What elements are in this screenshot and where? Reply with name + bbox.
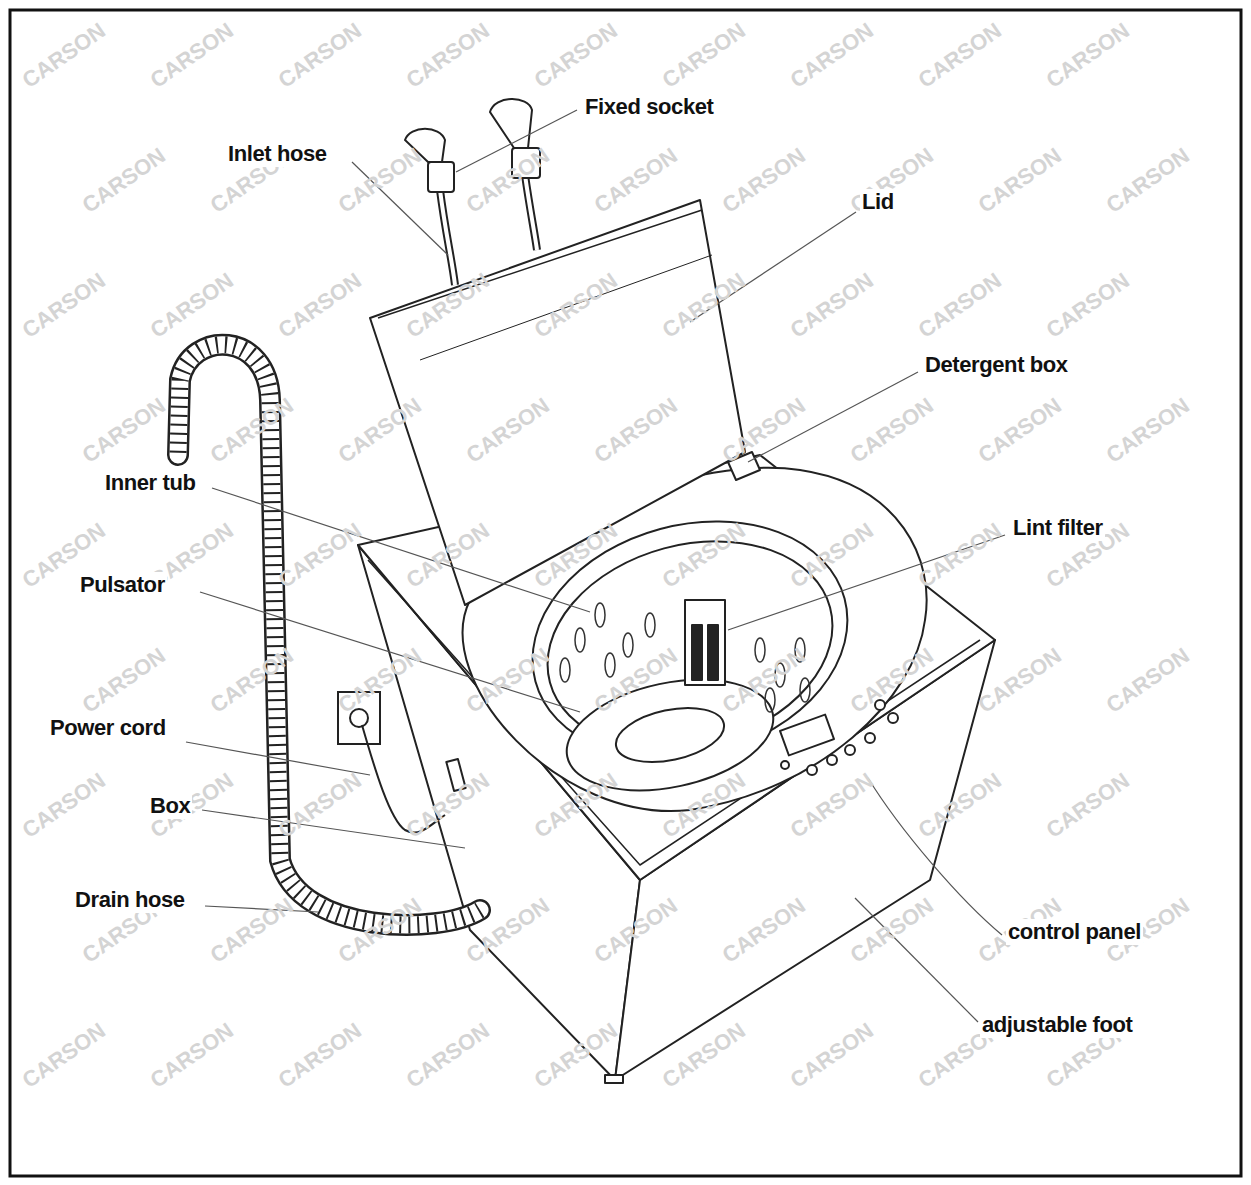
lint-filter-mesh <box>692 625 702 680</box>
control-button <box>888 713 898 723</box>
control-button <box>865 733 875 743</box>
control-button <box>845 745 855 755</box>
watermark: CARSON <box>914 268 1007 344</box>
drain-hose <box>178 345 480 925</box>
leader-lines <box>186 110 1005 1022</box>
watermark: CARSON <box>1042 268 1135 344</box>
part-label: Lint filter <box>1011 515 1105 541</box>
inlet-hose <box>525 175 537 250</box>
part-label: Fixed socket <box>583 94 715 120</box>
watermark: CARSON <box>1102 643 1195 719</box>
watermark: CARSON <box>78 643 171 719</box>
watermark: CARSON <box>530 18 623 94</box>
inlet-hose <box>440 190 455 285</box>
part-label: Inner tub <box>103 470 198 496</box>
watermark: CARSON <box>206 893 299 969</box>
watermark: CARSON <box>274 1018 367 1094</box>
watermark: CARSON <box>846 393 939 469</box>
inlet-hose <box>525 175 537 250</box>
watermark: CARSON <box>786 1018 879 1094</box>
part-label: Lid <box>860 189 896 215</box>
lint-filter <box>685 600 725 685</box>
lint-filter-mesh <box>708 625 718 680</box>
part-label: Power cord <box>48 715 168 741</box>
watermark: CARSON <box>402 1018 495 1094</box>
inlet-hose <box>440 190 455 285</box>
watermark: CARSON <box>1042 18 1135 94</box>
watermark: CARSON <box>402 18 495 94</box>
part-label: Pulsator <box>78 572 167 598</box>
part-label: Inlet hose <box>226 141 329 167</box>
watermark: CARSON <box>274 268 367 344</box>
drain-hose <box>178 345 480 925</box>
watermark: CARSON <box>18 268 111 344</box>
watermark: CARSON <box>78 143 171 219</box>
control-display <box>780 715 834 756</box>
watermark: CARSON <box>974 143 1067 219</box>
adjustable-foot <box>605 1075 623 1083</box>
watermark: CARSON <box>786 268 879 344</box>
watermark: CARSON <box>914 518 1007 594</box>
lid-edge <box>378 210 702 318</box>
part-label: Drain hose <box>73 887 187 913</box>
watermark: CARSON <box>658 18 751 94</box>
watermark: CARSON <box>146 18 239 94</box>
control-button <box>781 761 789 769</box>
part-label: adjustable foot <box>980 1012 1134 1038</box>
watermark: CARSON <box>78 393 171 469</box>
drain-hose-ribs <box>178 345 480 925</box>
watermark: CARSON <box>18 18 111 94</box>
watermark: CARSON <box>786 18 879 94</box>
watermark: CARSON <box>1102 393 1195 469</box>
watermark: CARSON <box>274 518 367 594</box>
watermark: CARSON <box>462 143 555 219</box>
frame-border <box>10 10 1241 1176</box>
watermark: CARSON <box>914 18 1007 94</box>
watermark: CARSON <box>18 1018 111 1094</box>
watermark: CARSON <box>334 143 427 219</box>
watermark: CARSON <box>206 393 299 469</box>
watermark: CARSON <box>1102 143 1195 219</box>
pulsator-hub <box>611 699 729 771</box>
control-button <box>807 765 817 775</box>
part-label: Box <box>148 793 192 819</box>
watermark: CARSON <box>718 143 811 219</box>
watermark: CARSON <box>1042 768 1135 844</box>
watermark: CARSON <box>974 393 1067 469</box>
control-button <box>827 755 837 765</box>
watermark: CARSON <box>146 268 239 344</box>
watermark: CARSON <box>18 768 111 844</box>
part-label: Detergent box <box>923 352 1070 378</box>
watermark: CARSON <box>146 1018 239 1094</box>
watermark: CARSON <box>590 143 683 219</box>
watermark: CARSON <box>274 18 367 94</box>
part-label: control panel <box>1006 919 1143 945</box>
lid <box>370 200 745 605</box>
